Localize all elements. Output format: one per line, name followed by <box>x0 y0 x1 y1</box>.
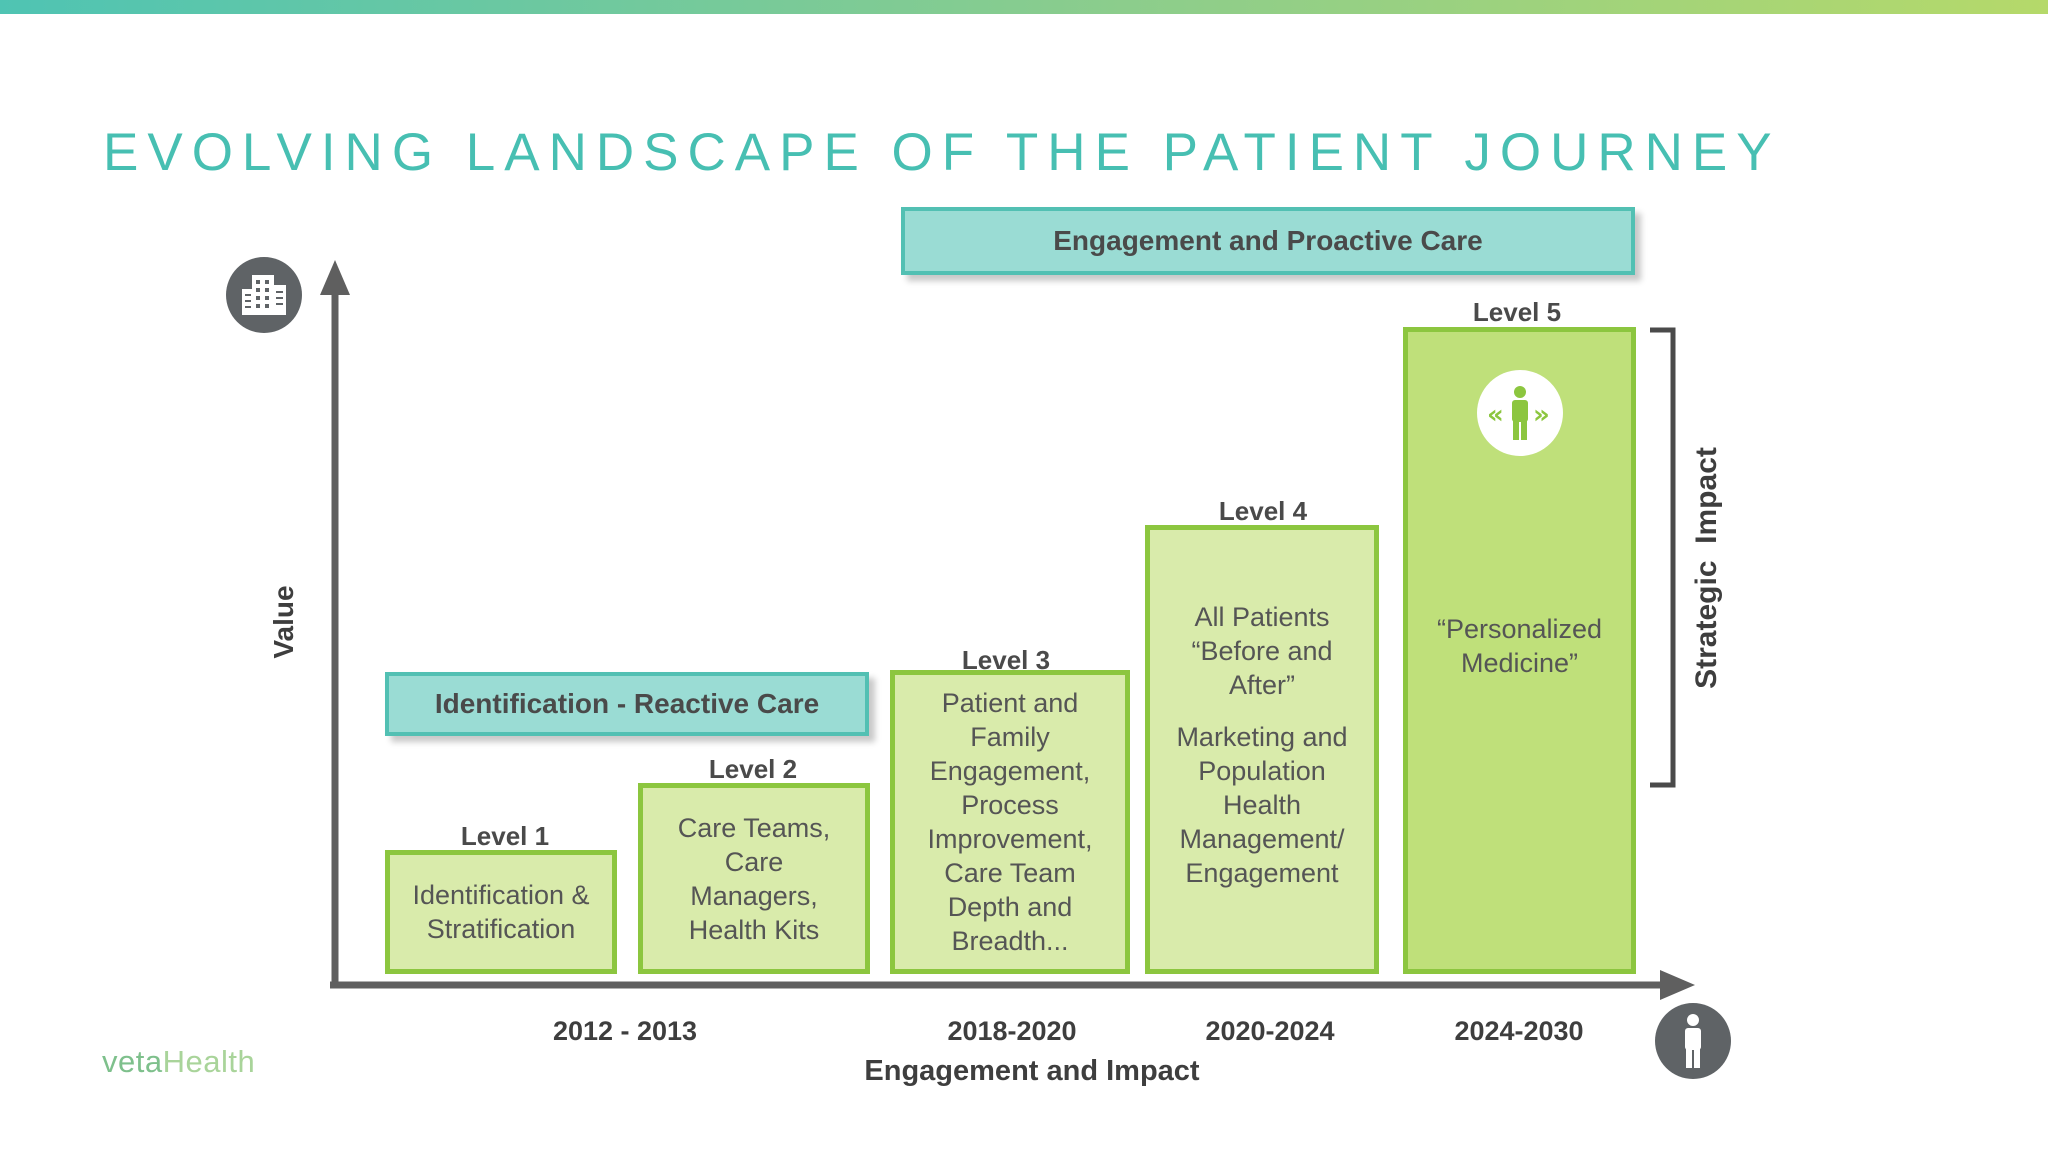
level-4-text-line: After” <box>1228 669 1295 700</box>
level-3-text-line: Improvement, <box>927 824 1093 854</box>
level-4-box: All Patients “Before and After” Marketin… <box>1145 525 1379 974</box>
level-5-label: Level 5 <box>1472 297 1562 327</box>
logo-suffix: Health <box>162 1044 256 1079</box>
y-axis-arrowhead <box>320 260 350 295</box>
level-3-text-line: Patient and <box>941 688 1079 718</box>
level-2-label: Level 2 <box>708 754 798 784</box>
level-3-text-line: Process <box>961 790 1059 820</box>
level-4-text-line: Marketing and <box>1176 721 1348 752</box>
level-1-text-line: Stratification <box>426 914 576 944</box>
y-axis-label: Value <box>268 585 299 659</box>
top-accent-bar <box>0 0 2048 14</box>
level-4-text-line: All Patients <box>1194 601 1330 632</box>
level-4-text-line: Engagement <box>1185 857 1339 888</box>
year-label: 2024-2030 <box>1454 1016 1584 1046</box>
level-3-text-line: Family <box>970 722 1050 752</box>
strategic-impact-label: Strategic Impact <box>1690 447 1723 689</box>
level-5-box: « » “Personalized Medicine” <box>1403 327 1636 974</box>
level-4-text-line: Population <box>1198 755 1326 786</box>
level-4-text-line: Health <box>1222 789 1302 820</box>
level-3-text-line: Care Team <box>944 858 1076 888</box>
x-axis-label: Engagement and Impact <box>864 1055 1200 1087</box>
level-1-label: Level 1 <box>460 821 550 851</box>
year-label: 2020-2024 <box>1205 1016 1335 1046</box>
vetahealth-logo: vetaHealth <box>102 1044 255 1080</box>
strategic-impact-bracket <box>1650 327 1676 788</box>
level-5-text: “Personalized Medicine” <box>1437 612 1602 680</box>
year-label: 2018-2020 <box>947 1016 1077 1046</box>
level-5-text-line: “Personalized <box>1436 614 1603 644</box>
level-4-text-line: Management/ <box>1179 823 1345 854</box>
level-4-bottom-text: Marketing and Population Health Manageme… <box>1176 720 1347 890</box>
logo-prefix: veta <box>102 1044 163 1079</box>
level-4-label: Level 4 <box>1218 496 1308 526</box>
banner-proactive-care: Engagement and Proactive Care <box>901 207 1635 275</box>
building-icon <box>226 257 302 333</box>
svg-text:«: « <box>1487 400 1504 430</box>
level-5-text-line: Medicine” <box>1460 648 1579 678</box>
level-3-text-line: Breadth... <box>951 926 1069 956</box>
level-3-box: Patient and Family Engagement, Process I… <box>890 670 1130 974</box>
personalized-person-icon: « » <box>1476 370 1563 456</box>
level-1-box: Identification & Stratification <box>385 850 617 974</box>
slide-title: EVOLVING LANDSCAPE OF THE PATIENT JOURNE… <box>103 123 1781 182</box>
x-axis-arrowhead <box>1660 970 1695 1000</box>
level-2-text-line: Care Teams, <box>677 812 831 843</box>
level-3-text-line: Engagement, <box>929 756 1091 786</box>
svg-text:»: » <box>1533 400 1550 430</box>
banner-reactive-care: Identification - Reactive Care <box>385 672 869 736</box>
year-label: 2012 - 2013 <box>552 1016 698 1046</box>
person-icon <box>1655 1003 1731 1079</box>
level-1-text-line: Identification & <box>412 880 590 910</box>
level-4-text-line: “Before and <box>1191 635 1333 666</box>
level-2-box: Care Teams, Care Managers, Health Kits <box>638 783 870 974</box>
level-2-text-line: Health Kits <box>688 914 820 945</box>
level-2-text-line: Managers, <box>690 880 818 911</box>
level-2-text-line: Care <box>724 846 784 877</box>
level-4-top-text: All Patients “Before and After” <box>1191 600 1332 702</box>
level-3-text-line: Depth and <box>947 892 1073 922</box>
